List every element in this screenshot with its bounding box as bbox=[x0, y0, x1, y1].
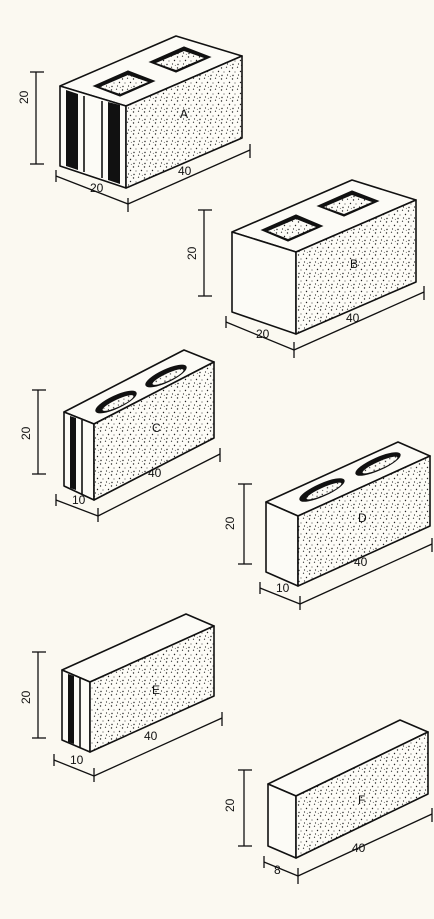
block-d-end-face bbox=[265, 501, 299, 587]
block-a-groove-left bbox=[66, 90, 78, 170]
block-f: F 20 8 40 bbox=[223, 719, 433, 884]
block-a-groove-right bbox=[108, 102, 120, 184]
block-c-letter: C bbox=[152, 421, 161, 435]
block-e-letter: E bbox=[152, 683, 160, 697]
block-e-front-face bbox=[89, 625, 215, 753]
block-c-end-face bbox=[63, 411, 95, 501]
block-d-width-label: 10 bbox=[276, 581, 290, 595]
block-e-width-label: 10 bbox=[70, 753, 84, 767]
block-d-height-label: 20 bbox=[223, 516, 237, 530]
block-d-front-face bbox=[297, 455, 431, 587]
block-e-groove bbox=[68, 674, 74, 744]
block-b-height-label: 20 bbox=[185, 246, 199, 260]
block-c: C 20 10 40 bbox=[19, 349, 221, 522]
block-c-width-label: 10 bbox=[72, 493, 86, 507]
block-c-groove bbox=[70, 416, 76, 490]
block-e-end-face bbox=[61, 669, 91, 753]
block-e-height-label: 20 bbox=[19, 690, 33, 704]
block-a-front-face bbox=[125, 55, 243, 189]
block-a: A 20 20 40 bbox=[17, 35, 251, 212]
block-f-height-label: 20 bbox=[223, 798, 237, 812]
block-a-length-label: 40 bbox=[178, 164, 192, 178]
block-c-front-face bbox=[93, 361, 215, 501]
block-d-length-label: 40 bbox=[354, 555, 368, 569]
block-f-letter: F bbox=[358, 793, 365, 807]
block-d-letter: D bbox=[358, 511, 367, 525]
block-b-letter: B bbox=[350, 257, 358, 271]
block-f-end-face bbox=[267, 783, 297, 859]
block-d: D 20 10 40 bbox=[223, 441, 433, 610]
block-a-letter: A bbox=[180, 107, 188, 121]
block-f-width-label: 8 bbox=[274, 863, 281, 877]
block-f-front-face bbox=[295, 731, 429, 859]
block-b-front-face bbox=[295, 199, 417, 335]
block-a-width-label: 20 bbox=[90, 181, 104, 195]
block-f-length-label: 40 bbox=[352, 841, 366, 855]
block-b: B 20 20 40 bbox=[185, 179, 425, 358]
block-c-length-label: 40 bbox=[148, 466, 162, 480]
block-b-width-label: 20 bbox=[256, 327, 270, 341]
block-e: E 20 10 40 bbox=[19, 613, 223, 782]
block-b-length-label: 40 bbox=[346, 311, 360, 325]
block-e-length-label: 40 bbox=[144, 729, 158, 743]
block-c-height-label: 20 bbox=[19, 426, 33, 440]
block-a-height-label: 20 bbox=[17, 90, 31, 104]
